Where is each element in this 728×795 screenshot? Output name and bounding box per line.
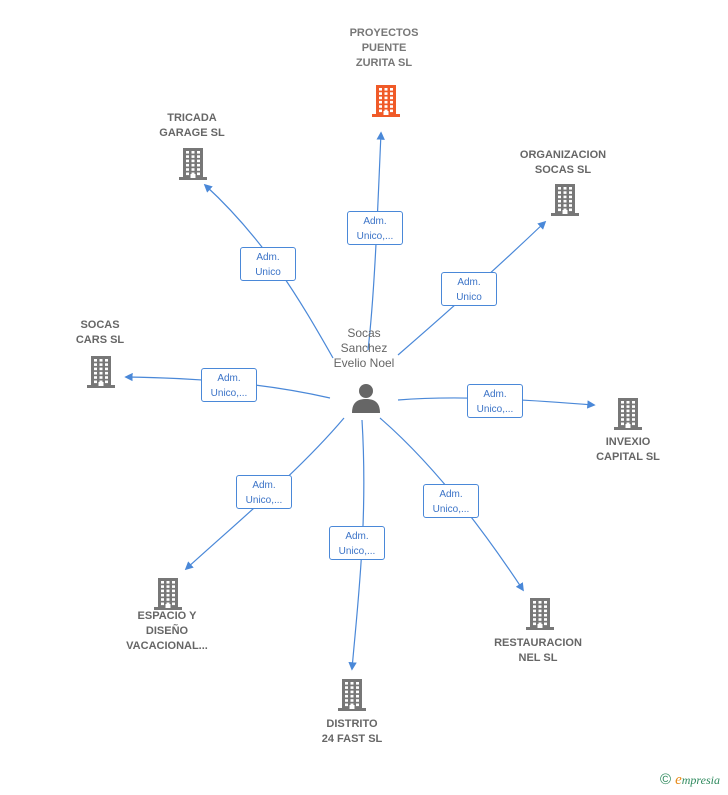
building-icon[interactable]: [612, 397, 644, 431]
company-label-socas-cars[interactable]: SOCAS CARS SL: [75, 319, 125, 346]
company-label-restauracion[interactable]: RESTAURACION NEL SL: [494, 637, 582, 664]
building-icon[interactable]: [336, 678, 368, 712]
relation-label-tricada[interactable]: Adm. Unico: [240, 247, 296, 281]
company-label-organizacion[interactable]: ORGANIZACION SOCAS SL: [519, 149, 607, 176]
person-icon[interactable]: [350, 382, 382, 414]
company-label-tricada[interactable]: TRICADA GARAGE SL: [159, 112, 225, 139]
company-label-distrito[interactable]: DISTRITO 24 FAST SL: [321, 718, 383, 745]
relation-label-distrito[interactable]: Adm. Unico,...: [329, 526, 385, 560]
relation-label-espacio[interactable]: Adm. Unico,...: [236, 475, 292, 509]
watermark: ©empresia: [660, 771, 720, 789]
copyright-symbol: ©: [660, 771, 672, 788]
brand-initial: e: [675, 772, 682, 788]
building-icon[interactable]: [549, 183, 581, 217]
relation-label-proyectos[interactable]: Adm. Unico,...: [347, 211, 403, 245]
brand-name: mpresia: [681, 773, 720, 787]
company-label-espacio[interactable]: ESPACIO Y DISEÑO VACACIONAL...: [126, 609, 208, 652]
building-icon[interactable]: [177, 147, 209, 181]
building-icon[interactable]: [524, 597, 556, 631]
relation-label-restauracion[interactable]: Adm. Unico,...: [423, 484, 479, 518]
building-icon[interactable]: [152, 577, 184, 611]
company-label-proyectos[interactable]: PROYECTOS PUENTE ZURITA SL: [349, 26, 419, 69]
relation-label-organizacion[interactable]: Adm. Unico: [441, 272, 497, 306]
relation-label-invexio[interactable]: Adm. Unico,...: [467, 384, 523, 418]
center-person-label: Socas Sanchez Evelio Noel: [333, 326, 395, 370]
building-icon[interactable]: [85, 355, 117, 389]
company-label-invexio[interactable]: INVEXIO CAPITAL SL: [596, 436, 660, 463]
relation-label-socas-cars[interactable]: Adm. Unico,...: [201, 368, 257, 402]
building-icon[interactable]: [370, 84, 402, 118]
